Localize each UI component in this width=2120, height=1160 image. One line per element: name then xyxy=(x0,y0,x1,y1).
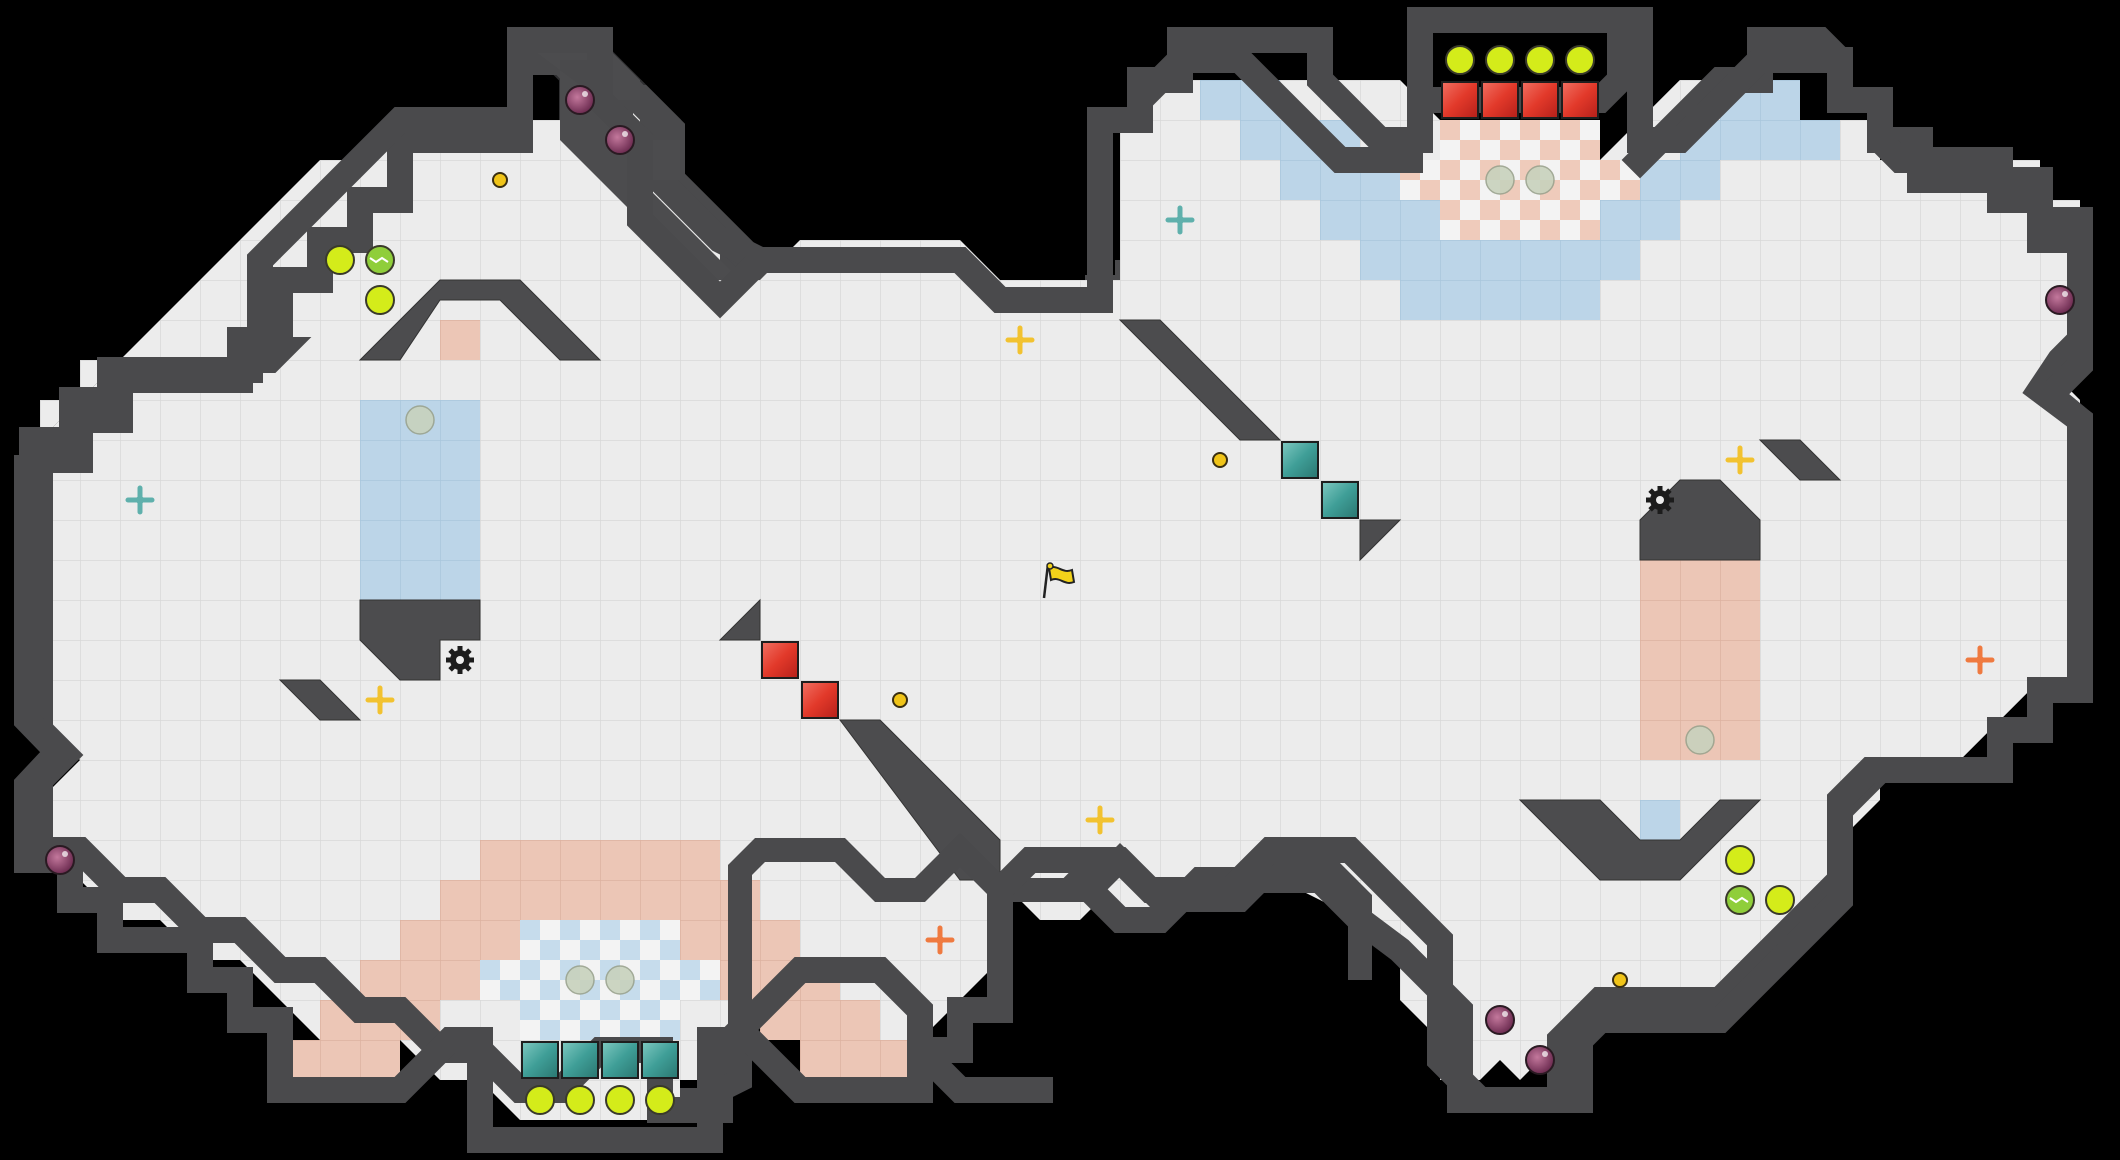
faded-circles xyxy=(405,165,1715,995)
inner-walls xyxy=(278,279,1842,881)
purple-orb-highlights xyxy=(62,91,2068,1057)
gear-icon xyxy=(1646,486,1674,514)
spawn-arrow-tips xyxy=(136,216,1984,944)
striped-orbs xyxy=(365,245,1755,915)
red-blocks xyxy=(761,81,1599,719)
room-middle xyxy=(640,280,1280,760)
lime-orbs xyxy=(325,45,1795,1115)
outer-wall xyxy=(14,7,2093,1153)
flag-icon xyxy=(1042,562,1076,599)
gold-coins xyxy=(492,172,1628,988)
gear-icon xyxy=(446,646,474,674)
teal-blocks xyxy=(521,441,1359,1079)
